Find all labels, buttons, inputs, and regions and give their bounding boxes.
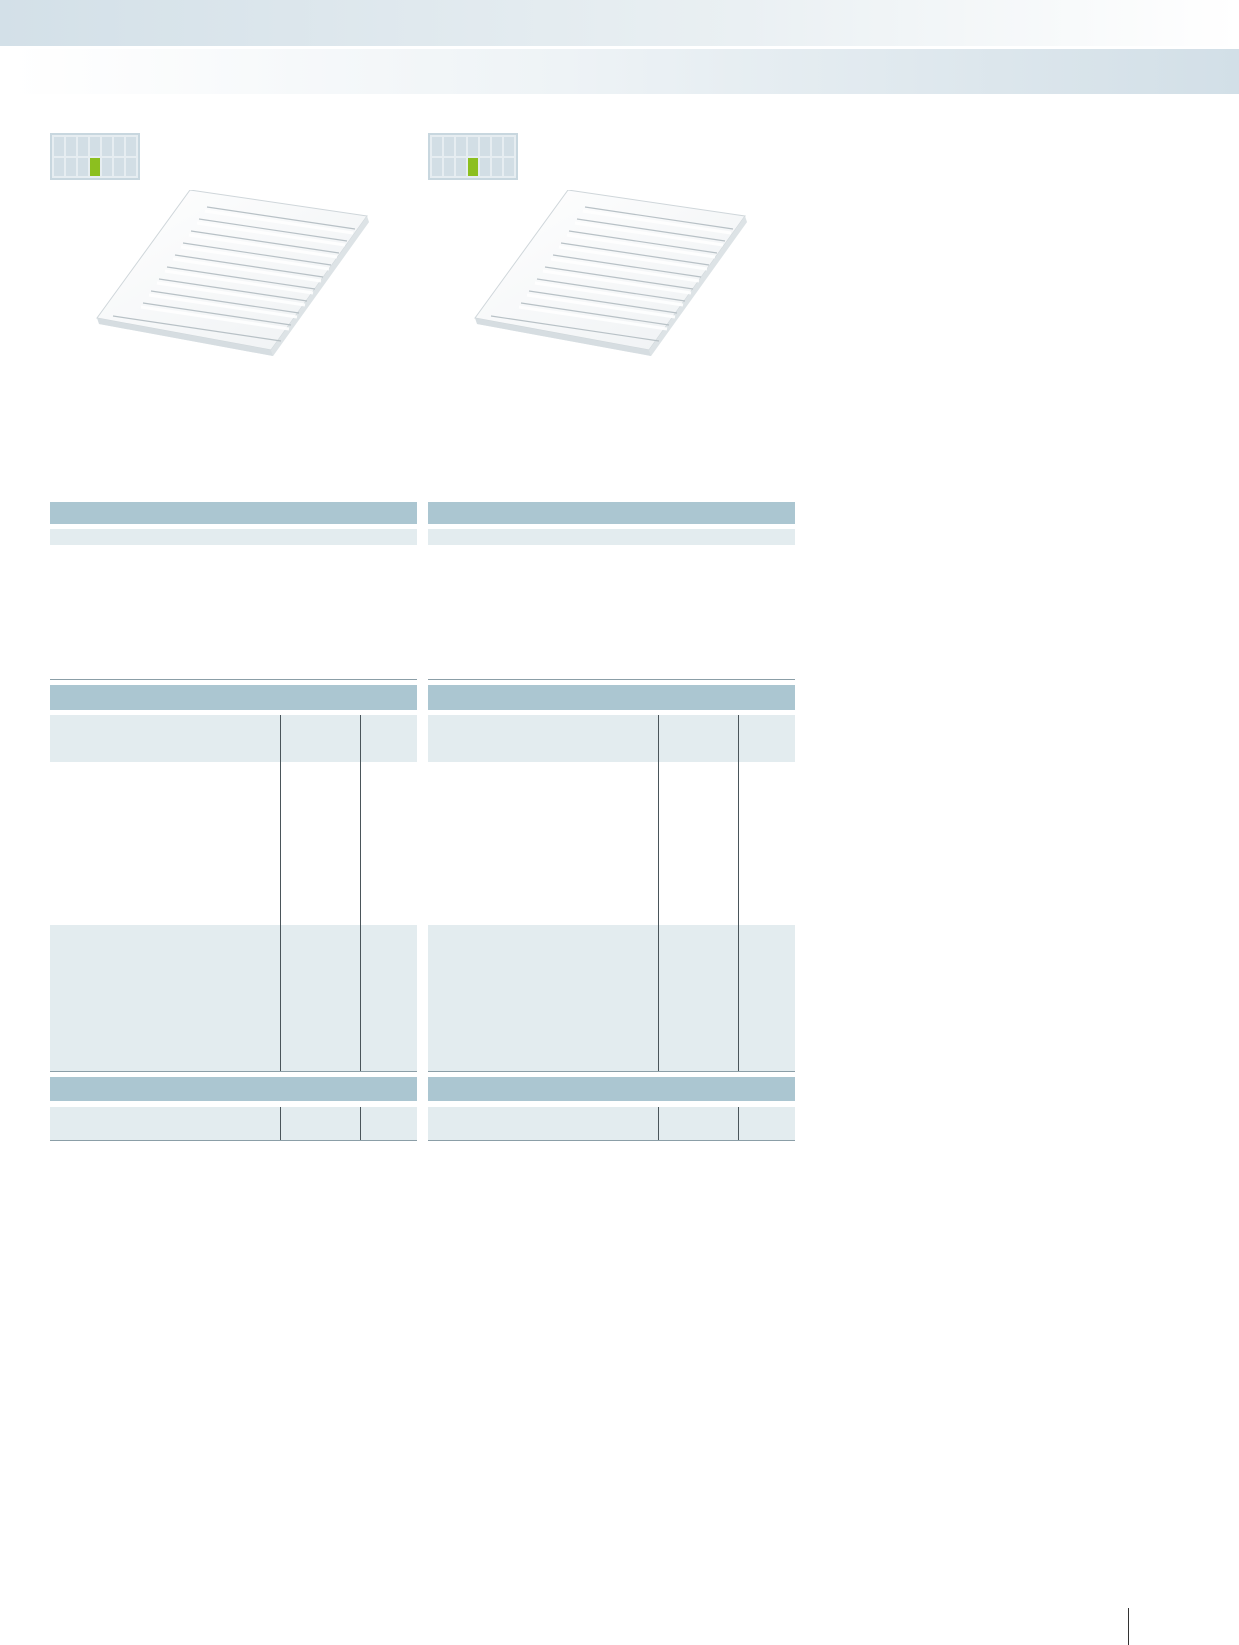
table-row — [50, 925, 417, 1071]
position-grid-icon — [50, 133, 140, 180]
column-divider — [360, 1107, 361, 1141]
table-header-bar — [428, 685, 795, 710]
table-header-bar — [50, 502, 417, 524]
section-divider — [50, 679, 417, 680]
column-divider — [658, 1107, 659, 1141]
column-divider — [360, 715, 361, 1072]
marker-card-image — [96, 190, 369, 356]
table-row — [428, 529, 795, 545]
table-row — [428, 1107, 795, 1140]
product-column-left — [50, 0, 417, 1645]
column-divider — [280, 1107, 281, 1141]
table-row — [428, 925, 795, 1071]
table-row — [50, 715, 417, 762]
table-bottom-line — [428, 1071, 795, 1072]
section-divider — [428, 679, 795, 680]
column-divider — [658, 715, 659, 1072]
table-row — [428, 715, 795, 762]
header-separator — [0, 46, 1239, 49]
highlight-cell — [90, 157, 100, 176]
subheader-band — [12, 49, 1239, 94]
header-band — [0, 0, 1239, 46]
table-header-bar — [50, 1077, 417, 1101]
highlight-cell — [468, 157, 478, 176]
table-row — [50, 1107, 417, 1140]
table-bottom-line — [50, 1140, 417, 1141]
table-bottom-line — [428, 1140, 795, 1141]
product-column-right — [428, 0, 795, 1645]
table-header-bar — [428, 502, 795, 524]
column-divider — [738, 715, 739, 1072]
table-header-bar — [50, 685, 417, 710]
position-grid-icon — [428, 133, 518, 180]
marker-card-image — [474, 190, 747, 356]
column-divider — [280, 715, 281, 1072]
page-number-rule — [1128, 1608, 1129, 1645]
table-row — [50, 529, 417, 545]
column-divider — [738, 1107, 739, 1141]
table-bottom-line — [50, 1071, 417, 1072]
table-header-bar — [428, 1077, 795, 1101]
